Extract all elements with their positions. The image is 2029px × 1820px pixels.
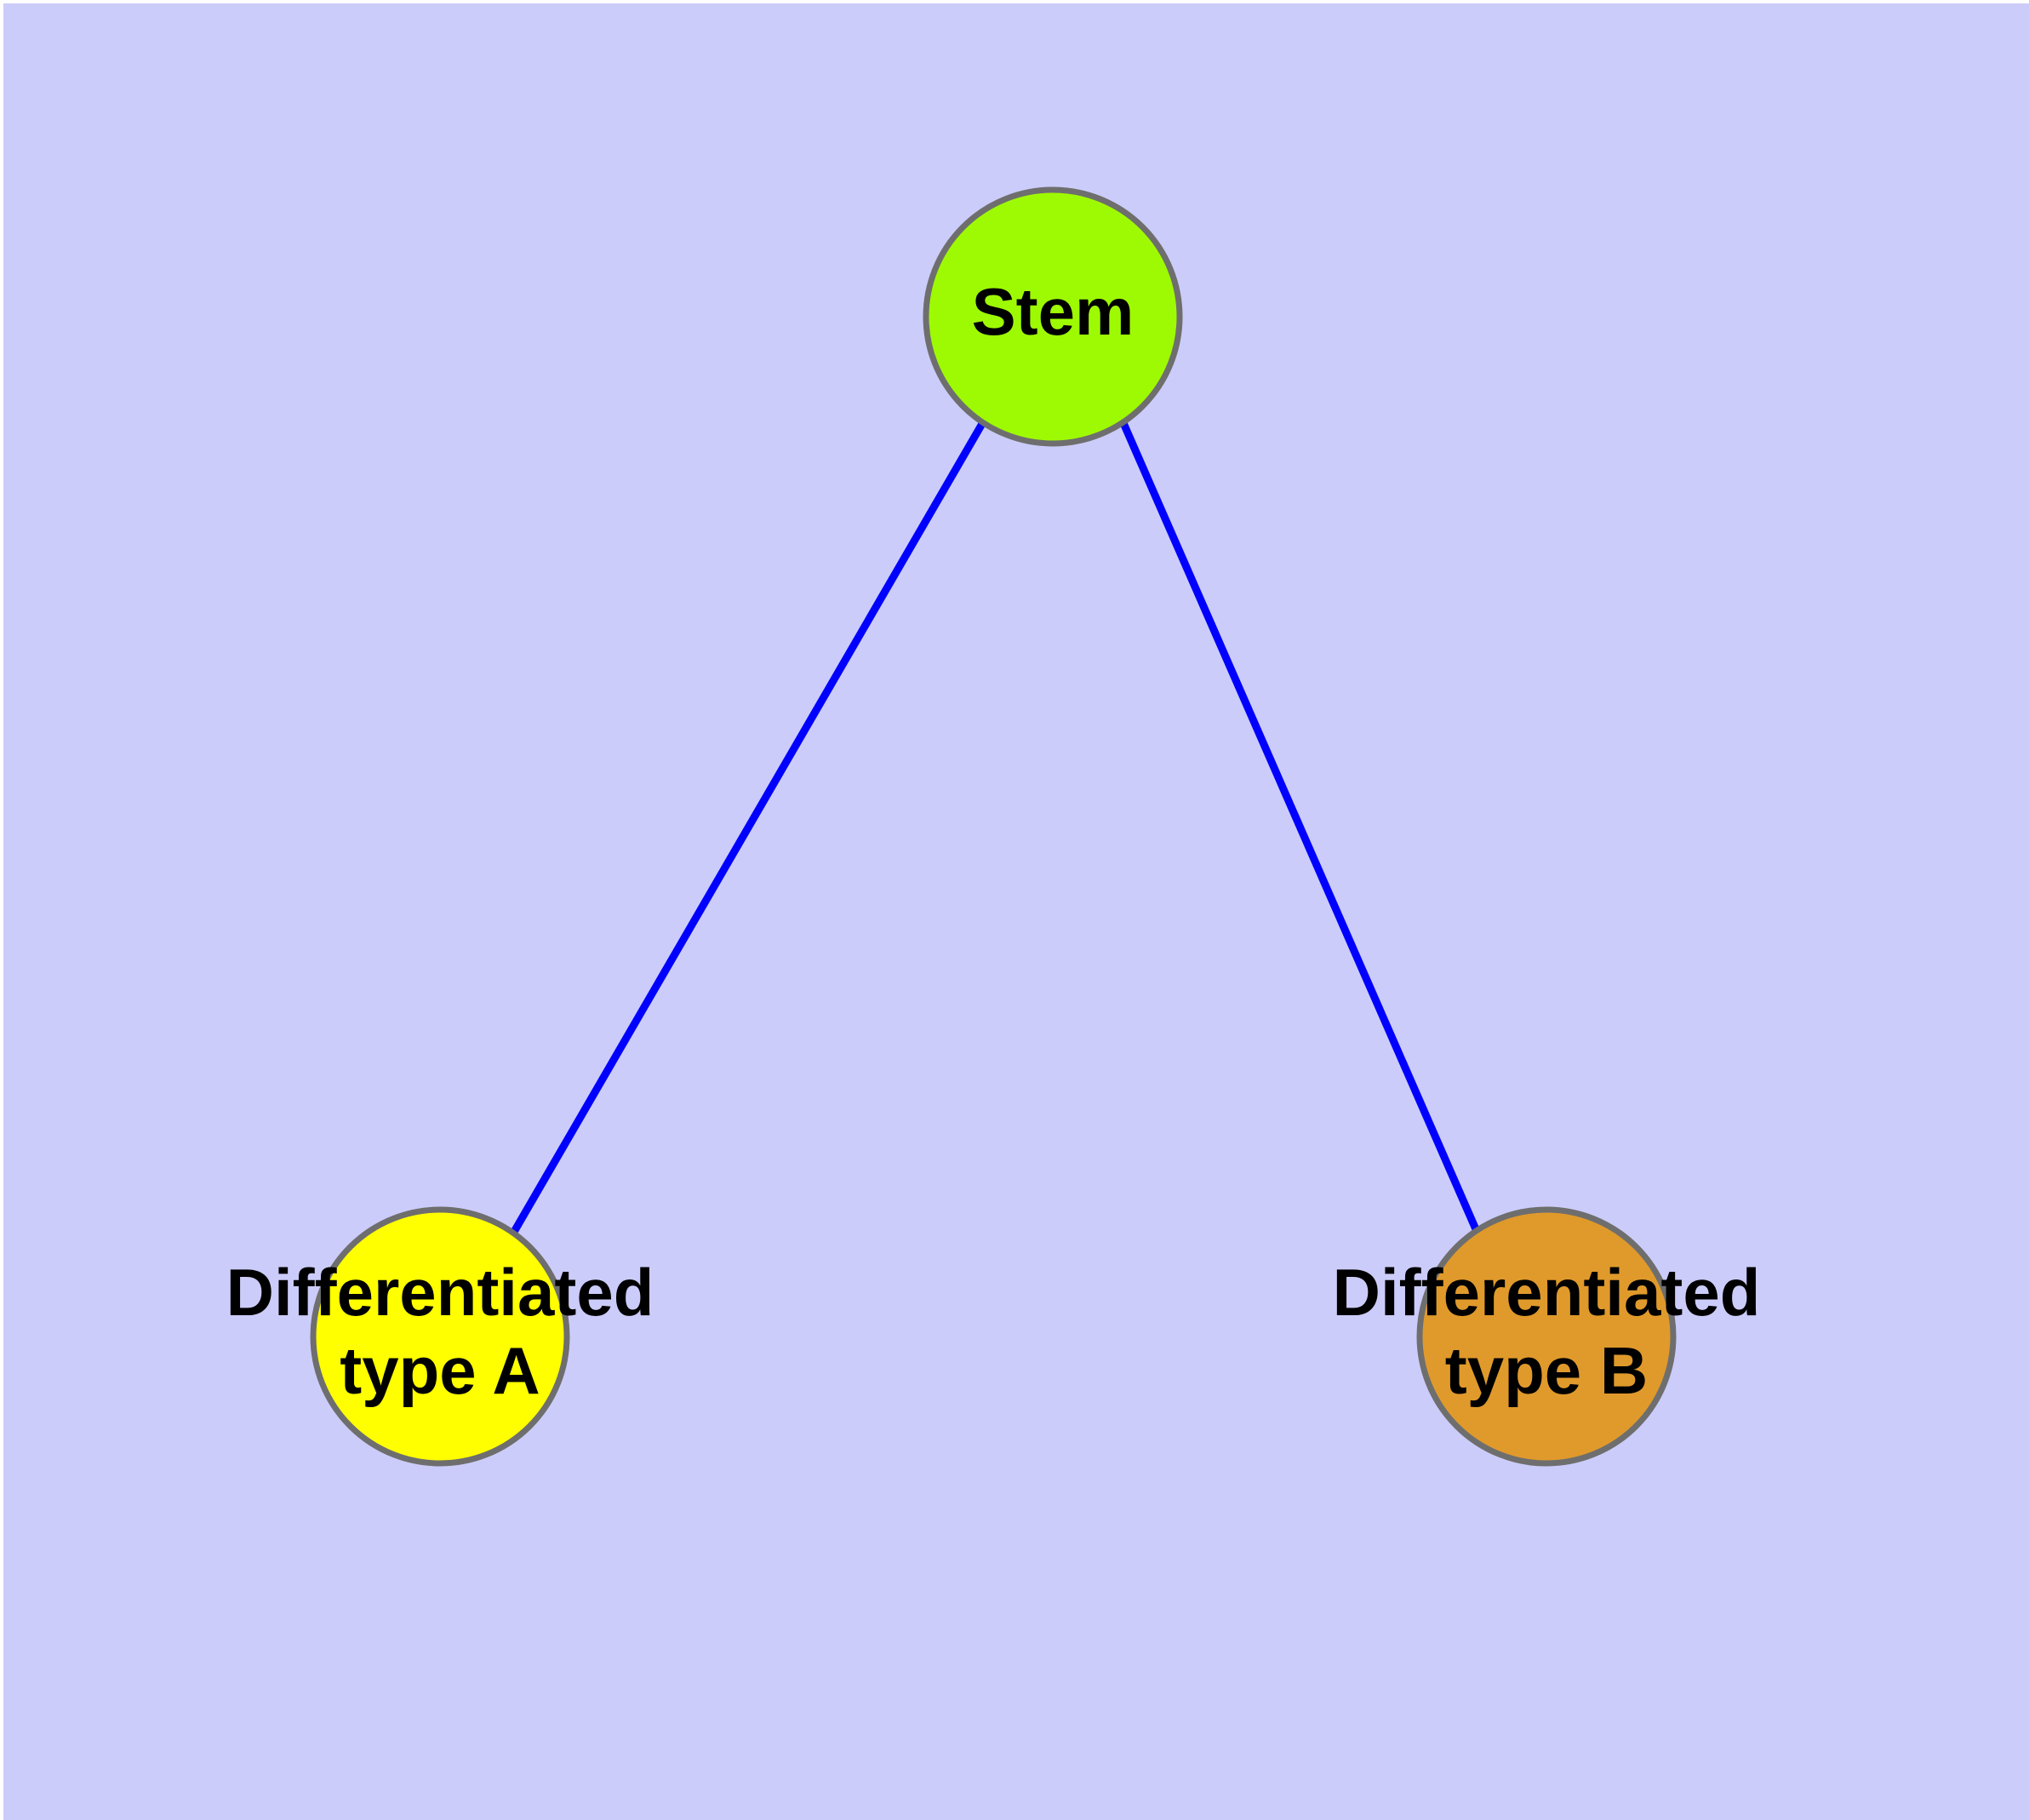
graph-edge-stem-to-diff-b (1119, 421, 1480, 1231)
node-circle-stem[interactable] (923, 186, 1183, 447)
graph-node-stem[interactable]: Stem (923, 186, 1183, 447)
edges-layer (511, 420, 1480, 1234)
node-label-stem: Stem (972, 274, 1135, 349)
node-label-line: Differentiated (226, 1255, 654, 1330)
node-label-line: Stem (972, 274, 1135, 349)
node-label-line: Differentiated (1333, 1255, 1761, 1330)
node-circle-diff-b[interactable] (1416, 1206, 1677, 1467)
node-circle-diff-a[interactable] (310, 1206, 570, 1467)
node-label-line: type B (1445, 1333, 1648, 1408)
graph-edge-stem-to-diff-a (511, 420, 986, 1234)
node-label-line: type A (340, 1333, 540, 1408)
